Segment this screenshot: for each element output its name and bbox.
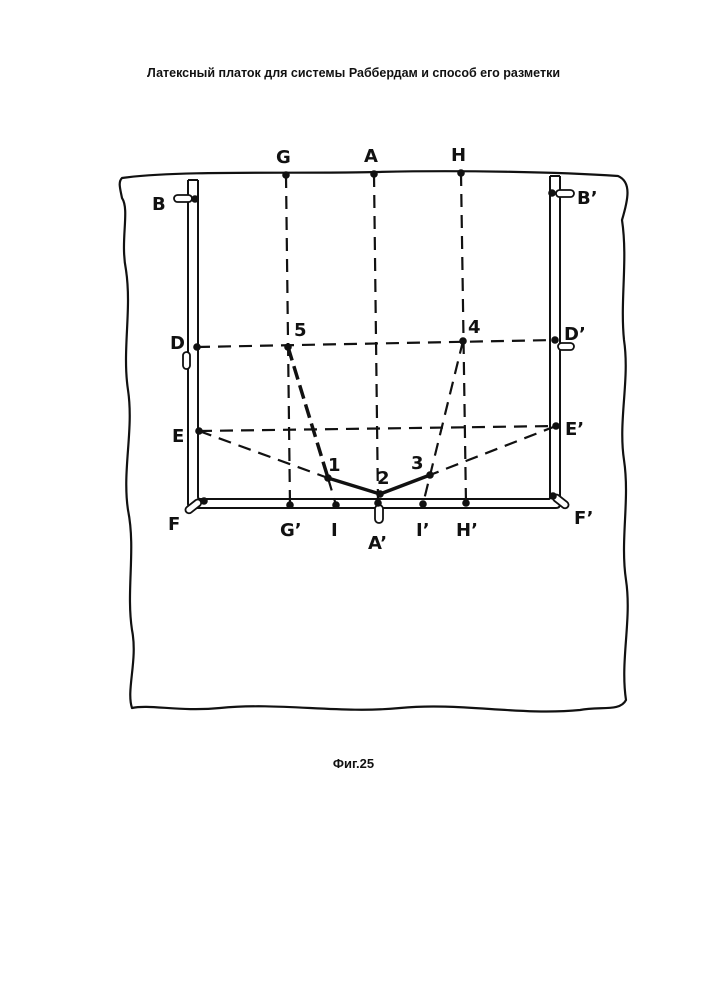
point-4	[459, 337, 467, 345]
point-G	[282, 171, 290, 179]
line-5-1	[288, 347, 328, 478]
point-F	[200, 497, 208, 505]
label-F-prime: F’	[574, 508, 593, 529]
point-E-prime	[552, 422, 560, 430]
label-A: A	[364, 146, 378, 167]
point-3	[426, 471, 434, 479]
label-B: B	[152, 194, 166, 215]
line-G-Gprime	[286, 175, 290, 506]
point-2	[376, 490, 384, 498]
pin-F	[184, 498, 202, 515]
label-H: H	[451, 145, 466, 166]
point-5	[284, 343, 292, 351]
point-E	[195, 427, 203, 435]
point-H	[457, 169, 465, 177]
label-I-prime: I’	[416, 520, 430, 541]
point-D-prime	[551, 336, 559, 344]
line-Eprime-3	[430, 426, 556, 475]
label-1: 1	[328, 455, 341, 476]
pin-B-prime	[556, 190, 574, 197]
pin-D	[183, 352, 190, 369]
point-I-prime	[419, 500, 427, 508]
point-D	[193, 343, 201, 351]
label-G: G	[276, 147, 291, 168]
dashed-marking-lines	[197, 173, 556, 506]
figure-caption: Фиг.25	[0, 756, 707, 771]
point-F-prime	[549, 492, 557, 500]
point-B-prime	[548, 189, 556, 197]
label-E: E	[172, 426, 184, 447]
point-A-prime	[374, 499, 382, 507]
label-B-prime: B’	[577, 188, 598, 209]
label-E-prime: E’	[565, 419, 584, 440]
label-G-prime: G’	[280, 520, 302, 541]
label-A-prime: A’	[368, 533, 387, 554]
label-D: D	[170, 333, 185, 354]
line-1-2	[328, 478, 380, 494]
label-4: 4	[468, 317, 481, 338]
label-5: 5	[294, 320, 307, 341]
point-H-prime	[462, 499, 470, 507]
pin-A-prime	[375, 505, 383, 523]
label-D-prime: D’	[564, 324, 586, 345]
point-A	[370, 170, 378, 178]
label-F: F	[168, 514, 180, 535]
line-1-I	[328, 478, 336, 505]
label-2: 2	[377, 468, 390, 489]
point-B	[191, 195, 199, 203]
point-I	[332, 501, 340, 509]
latex-sheet-outline	[120, 171, 628, 711]
point-G-prime	[286, 501, 294, 509]
label-H-prime: H’	[456, 520, 478, 541]
line-E-1	[199, 431, 328, 478]
line-A-Aprime	[374, 174, 378, 504]
line-4-Iprime	[423, 341, 463, 504]
label-I: I	[331, 520, 338, 541]
pin-B	[174, 195, 192, 202]
label-3: 3	[411, 453, 424, 474]
